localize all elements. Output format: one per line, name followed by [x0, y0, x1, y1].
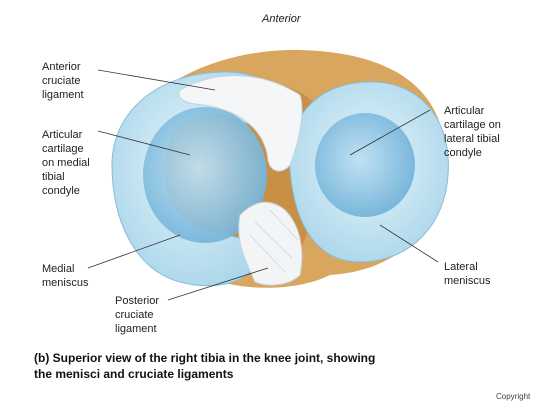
copyright-notice: Copyright [496, 392, 530, 401]
anterior-label: Anterior [262, 12, 301, 26]
pcl-label: Posterior cruciate ligament [115, 294, 159, 336]
medial-cartilage-label: Articular cartilage on medial tibial con… [42, 128, 90, 198]
acl-label: Anterior cruciate ligament [42, 60, 84, 102]
medial-meniscus-label: Medial meniscus [42, 262, 88, 290]
lateral-articular-cartilage [315, 113, 415, 217]
lateral-meniscus-label: Lateral meniscus [444, 260, 490, 288]
lateral-cartilage-label: Articular cartilage on lateral tibial co… [444, 104, 501, 160]
figure-caption: (b) Superior view of the right tibia in … [34, 350, 375, 382]
